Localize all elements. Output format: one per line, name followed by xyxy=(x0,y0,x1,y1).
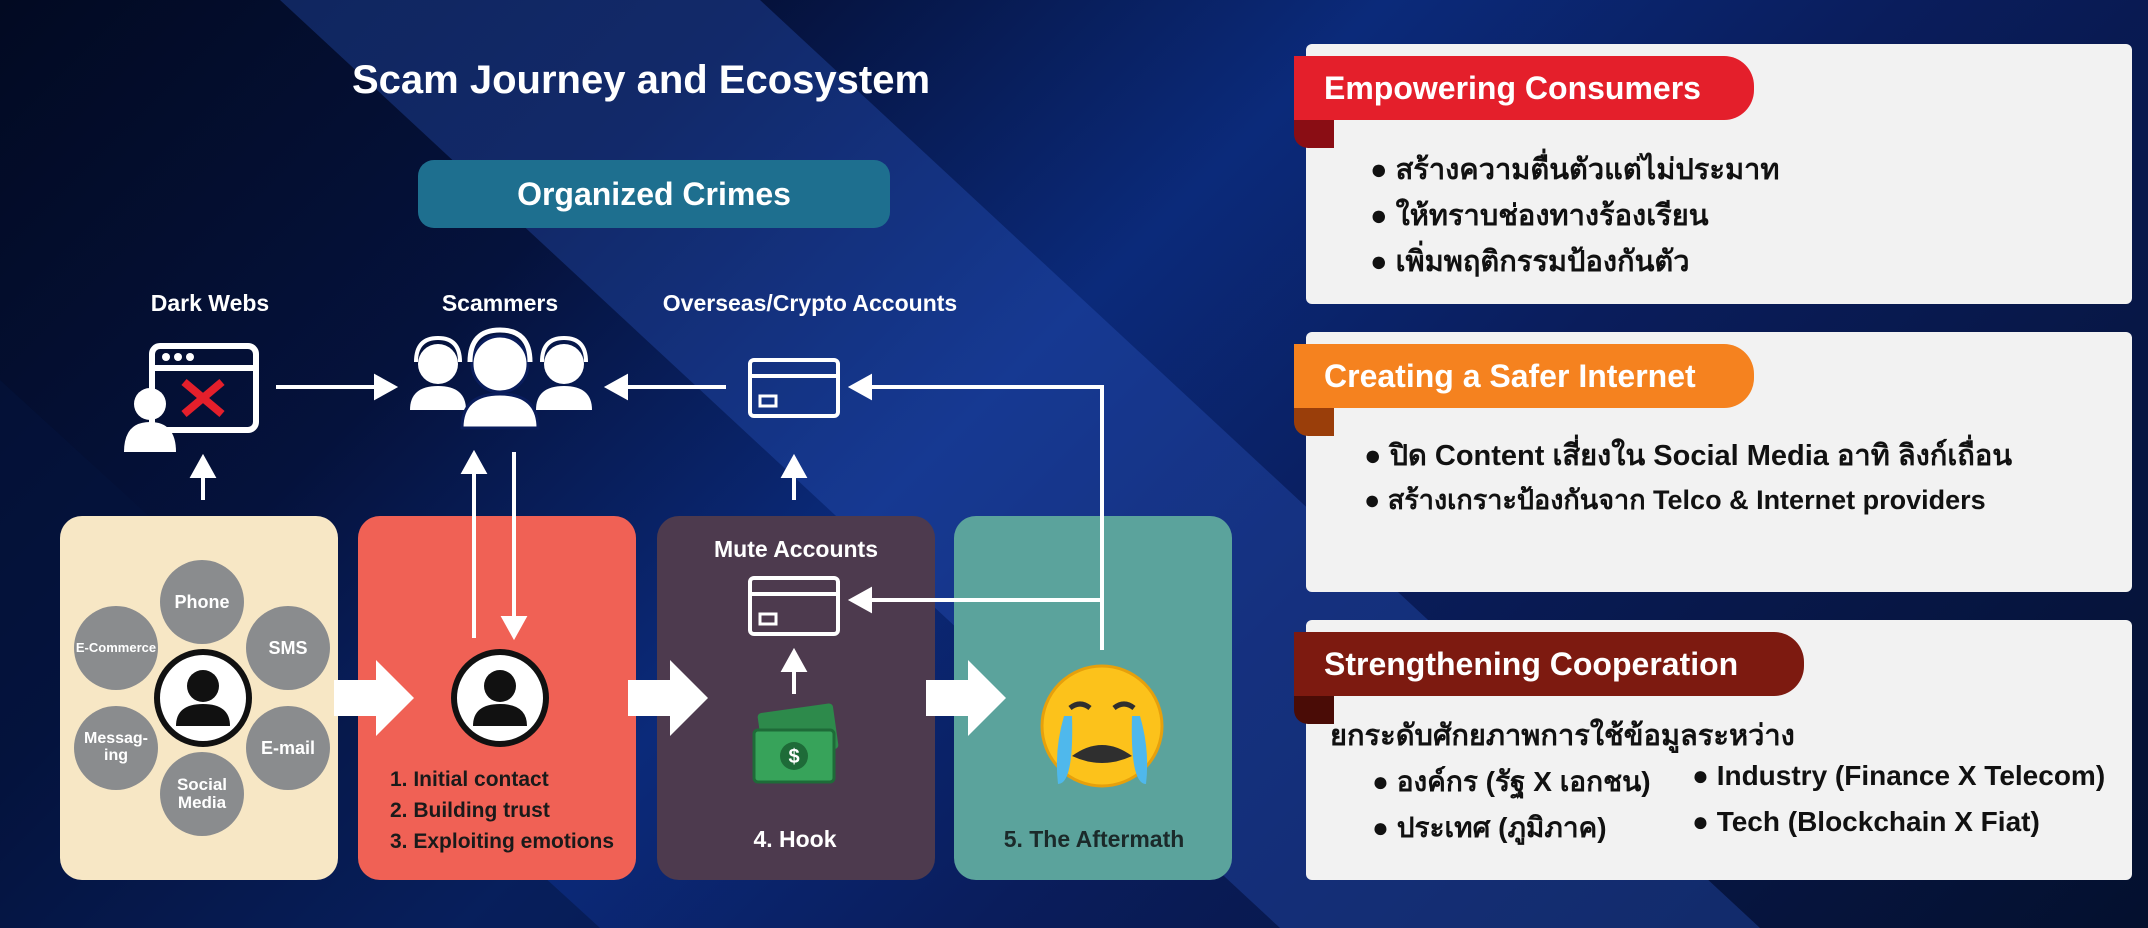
diagram-title: Scam Journey and Ecosystem xyxy=(352,58,931,102)
svg-text:$: $ xyxy=(788,746,799,768)
channel-phone: Phone xyxy=(160,560,244,644)
step-initial-contact: 1. Initial contact xyxy=(390,768,549,791)
big-arrows xyxy=(334,660,1006,736)
contact-steps: 1. Initial contact 2. Building trust 3. … xyxy=(390,764,614,857)
card3-bullet-1: ● องค์กร (รัฐ X เอกชน) xyxy=(1372,766,1651,797)
channel-ecommerce: E-Commerce xyxy=(74,606,158,690)
dark-web-icon xyxy=(124,343,259,452)
card3-bullet-2: ● Industry (Finance X Telecom) xyxy=(1692,760,2106,791)
crying-face-icon xyxy=(1040,664,1164,788)
card3-bullet-3: ● ประเทศ (ภูมิภาค) xyxy=(1372,812,1607,843)
card2-bullet-1: ● ปิด Content เสี่ยงใน Social Media อาทิ… xyxy=(1364,440,2013,472)
card2-title: Creating a Safer Internet xyxy=(1294,344,1754,408)
aftermath-label: 5. The Aftermath xyxy=(1003,826,1185,852)
card2-bullet-2: ● สร้างเกราะป้องกันจาก Telco & Internet … xyxy=(1364,485,1986,515)
card1-bullet-3: ● เพิ่มพฤติกรรมป้องกันตัว xyxy=(1370,246,1690,278)
diagram-icons: $ xyxy=(124,327,1164,788)
card3-title: Strengthening Cooperation xyxy=(1294,632,1804,696)
step-building-trust: 2. Building trust xyxy=(390,799,550,822)
channel-email: E-mail xyxy=(246,706,330,790)
card3-intro: ยกระดับศักยภาพการใช้ข้อมูลระหว่าง xyxy=(1330,720,1795,752)
hook-label: 4. Hook xyxy=(753,826,837,852)
scammers-label: Scammers xyxy=(441,290,559,316)
overseas-card-icon xyxy=(748,358,840,418)
card1-title: Empowering Consumers xyxy=(1294,56,1754,120)
mute-card-icon xyxy=(748,576,840,636)
organized-crimes-box: Organized Crimes xyxy=(418,160,890,228)
victim-icon xyxy=(154,649,252,747)
card3-bullet-4: ● Tech (Blockchain X Fiat) xyxy=(1692,806,2040,837)
overseas-accounts-label: Overseas/Crypto Accounts xyxy=(662,290,958,316)
flow-arrows xyxy=(189,373,1104,694)
channel-social-media: Social Media xyxy=(160,752,244,836)
card1-bullet-1: ● สร้างความตื่นตัวแต่ไม่ประมาท xyxy=(1370,154,1780,186)
contact-person-icon xyxy=(451,649,549,747)
dark-webs-label: Dark Webs xyxy=(150,290,270,316)
step-exploiting-emotions: 3. Exploiting emotions xyxy=(390,830,615,853)
mute-accounts-label: Mute Accounts xyxy=(714,536,878,562)
money-icon: $ xyxy=(752,703,839,784)
channel-messaging: Messag-ing xyxy=(74,706,158,790)
scammers-icon xyxy=(410,327,592,430)
card1-bullet-2: ● ให้ทราบช่องทางร้องเรียน xyxy=(1370,200,1709,232)
channel-sms: SMS xyxy=(246,606,330,690)
